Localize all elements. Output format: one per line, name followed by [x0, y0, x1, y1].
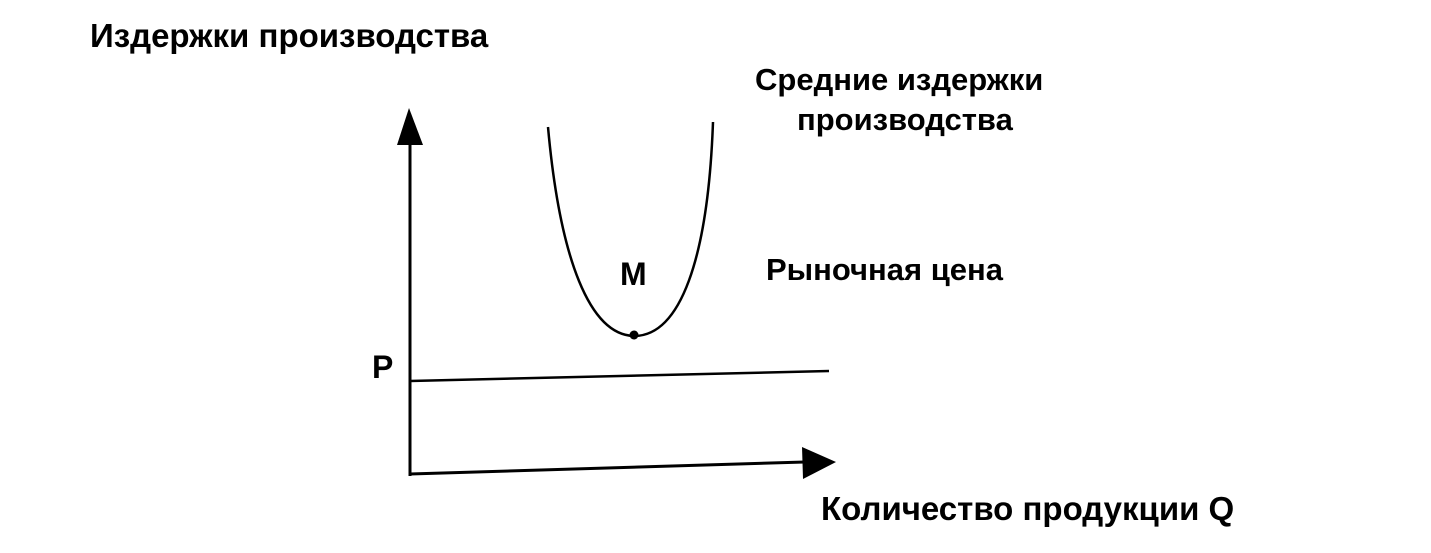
y-axis-label: Издержки производства — [90, 17, 489, 54]
x-axis-arrow — [802, 447, 836, 479]
price-tick-label: P — [372, 349, 393, 385]
curve-label-line2: производства — [797, 102, 1014, 137]
curve-label-line1: Средние издержки — [755, 62, 1043, 97]
market-price-line — [409, 369, 830, 383]
x-axis — [409, 460, 806, 476]
point-m-label: M — [620, 256, 647, 292]
market-price-label: Рыночная цена — [766, 252, 1004, 287]
average-cost-curve — [546, 121, 715, 338]
x-axis-label: Количество продукции Q — [821, 490, 1234, 527]
y-axis-arrow — [397, 108, 423, 145]
point-m-dot — [629, 330, 639, 340]
